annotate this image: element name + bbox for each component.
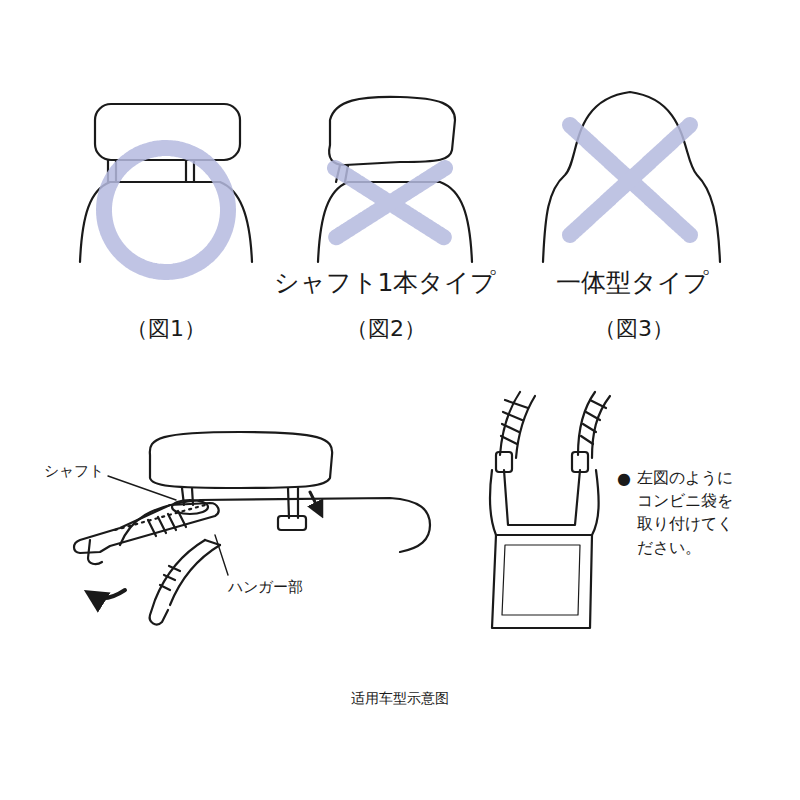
part-name: シャフト [44, 462, 104, 480]
figure-number: （図2） [346, 316, 426, 342]
bag-illustration [490, 392, 610, 628]
integrated-seat [543, 92, 720, 262]
leader-line [215, 535, 228, 575]
hanger-illustration [74, 432, 430, 624]
ok-mark [104, 148, 228, 272]
leader-line [108, 476, 176, 500]
bullet: ● [617, 469, 631, 488]
note: 左図のように コンビニ袋を 取り付けてく ださい。 [637, 466, 749, 559]
type-label: シャフト1本タイプ [274, 268, 497, 298]
type-label: 一体型タイプ [556, 268, 709, 298]
single-shaft-seat [318, 97, 472, 262]
part-name: ハンガー部 [228, 578, 303, 596]
caption: 适用车型示意图 [351, 690, 449, 707]
figure-number: （図1） [126, 316, 206, 342]
figure-number: （図3） [594, 316, 674, 342]
ng-mark [570, 125, 690, 235]
ng-mark [335, 168, 445, 238]
